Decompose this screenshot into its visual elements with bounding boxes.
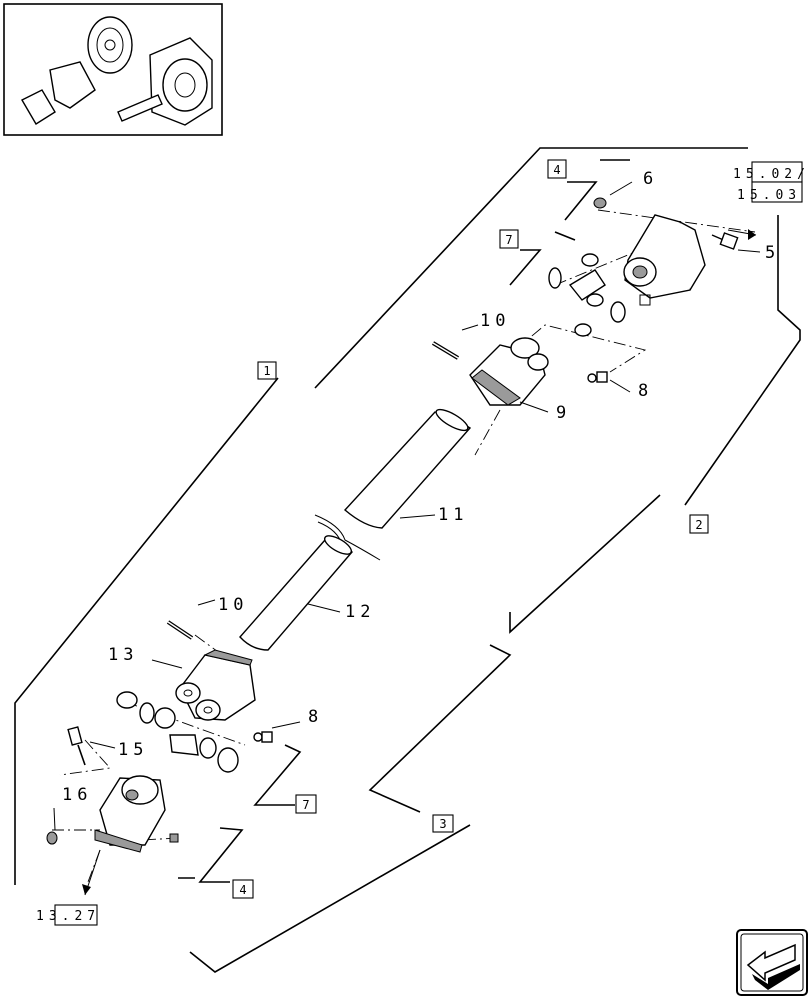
svg-text:7: 7 — [505, 233, 512, 247]
svg-text:3: 3 — [439, 817, 446, 831]
assembly-thumbnail-icon — [3, 3, 223, 136]
bolt-5 — [711, 232, 739, 250]
svg-text:4: 4 — [553, 163, 560, 177]
group-box-4-bottom[interactable]: 4 — [232, 879, 254, 899]
tube-12 — [239, 535, 353, 651]
grease-fitting-16 — [169, 833, 179, 843]
group-box-2[interactable]: 2 — [689, 514, 709, 534]
leader-lines — [53, 181, 761, 831]
svg-text:15.03: 15.03 — [737, 188, 801, 203]
roll-pin-top — [431, 341, 460, 360]
svg-text:1: 1 — [263, 364, 270, 378]
callout-15: 15 — [118, 740, 148, 760]
callout-labels: 6 5 10 8 9 11 10 12 13 8 15 16 — [62, 169, 780, 805]
universal-joint-bottom — [116, 691, 239, 773]
callout-12: 12 — [345, 602, 375, 622]
callout-8-top: 8 — [638, 381, 653, 401]
group-box-3[interactable]: 3 — [432, 814, 454, 833]
callout-13: 13 — [108, 645, 138, 665]
callout-6: 6 — [643, 169, 658, 189]
group-outline-lines — [14, 147, 801, 973]
top-flange-yoke — [623, 214, 706, 306]
tube-11 — [343, 408, 472, 529]
callout-10-top: 10 — [480, 311, 510, 331]
roll-pin-bottom — [166, 620, 194, 640]
svg-text:4: 4 — [239, 883, 246, 897]
reference-box-top[interactable]: 15.02/ 15.03 — [733, 161, 810, 203]
grease-fitting-top — [587, 371, 608, 383]
nut-6 — [593, 197, 607, 209]
reference-arrows — [82, 229, 757, 896]
universal-joint-top — [548, 253, 626, 337]
back-arrow-icon[interactable] — [736, 929, 808, 996]
bottom-flange-yoke — [94, 775, 166, 853]
bolt-15 — [67, 726, 86, 766]
group-box-1[interactable]: 1 — [257, 361, 277, 380]
group-box-7-top[interactable]: 7 — [499, 229, 519, 249]
nut-16 — [46, 831, 58, 845]
group-box-7-bottom[interactable]: 7 — [295, 794, 317, 814]
svg-text:13.27: 13.27 — [36, 909, 100, 924]
callout-9: 9 — [556, 403, 571, 423]
yoke-13 — [175, 649, 256, 721]
group-box-4-top[interactable]: 4 — [547, 159, 567, 179]
svg-text:2: 2 — [695, 518, 702, 532]
callout-16: 16 — [62, 785, 92, 805]
yoke-9 — [469, 337, 549, 406]
reference-box-bottom[interactable]: 13.27 — [36, 904, 100, 926]
grease-fitting-bottom — [253, 731, 273, 743]
callout-5: 5 — [765, 243, 780, 263]
callout-11: 11 — [438, 505, 468, 525]
callout-10-bottom: 10 — [218, 595, 248, 615]
svg-text:7: 7 — [302, 798, 309, 812]
callout-8-bottom: 8 — [308, 707, 323, 727]
svg-text:15.02/: 15.02/ — [733, 167, 810, 182]
